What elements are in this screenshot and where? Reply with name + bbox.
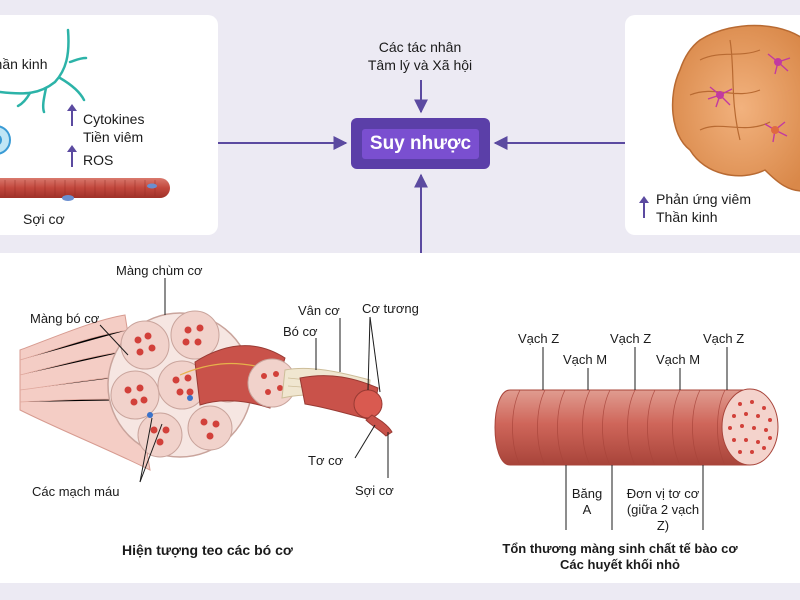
cytokines-up-arrow-icon bbox=[67, 104, 77, 126]
psychosocial-factors-label: Các tác nhân Tâm lý và Xã hội bbox=[367, 39, 473, 73]
muscle-fiber-left bbox=[0, 178, 170, 201]
myofilament-label: Tơ cơ bbox=[308, 453, 344, 468]
striation-label: Vân cơ bbox=[298, 303, 340, 318]
membrane-damage-caption: Tổn thương màng sinh chất tế bào cơ Các … bbox=[502, 541, 738, 572]
cytokines-label: Cytokines Tiền viêm bbox=[83, 111, 145, 145]
blood-vessel-dot bbox=[187, 395, 193, 401]
fiber-label-bottom: Sợi cơ bbox=[355, 483, 394, 498]
atrophy-caption: Hiện tượng teo các bó cơ bbox=[122, 542, 293, 558]
muscle-fiber-label-left: Sợi cơ bbox=[23, 211, 65, 227]
blood-vessels-label: Các mạch máu bbox=[32, 484, 120, 499]
band-a-label: Băng A bbox=[571, 486, 603, 517]
z-line-label-2: Vạch Z bbox=[610, 331, 652, 346]
cell-icon bbox=[0, 125, 11, 155]
muscle-bundle-illustration bbox=[19, 310, 393, 471]
neuro-reaction-up-arrow-icon bbox=[639, 196, 649, 218]
blood-vessel-dot bbox=[147, 412, 153, 418]
cross-section-dots bbox=[728, 400, 772, 454]
ros-up-arrow-icon bbox=[67, 145, 77, 167]
m-line-label-1: Vạch M bbox=[563, 352, 608, 367]
bottom-right-leader-lines bbox=[542, 347, 728, 530]
epimysium-label: Màng chùm cơ bbox=[116, 263, 203, 278]
brain-illustration bbox=[671, 24, 800, 192]
sarcoplasm-label: Cơ tương bbox=[362, 301, 419, 316]
nerve-illustration bbox=[0, 28, 88, 114]
bundle-label: Bó cơ bbox=[283, 324, 318, 339]
z-line-label-3: Vạch Z bbox=[703, 331, 745, 346]
sarcomere-label: Đơn vị tơ cơ (giữa 2 vạch Z) bbox=[626, 486, 700, 533]
ros-label: ROS bbox=[83, 152, 114, 168]
bottom-left-leader-lines bbox=[99, 278, 389, 483]
perimysium-label: Màng bó cơ bbox=[30, 311, 100, 326]
neuro-inflammatory-label: Phản ứng viêm Thần kinh bbox=[656, 191, 751, 225]
left-top-panel bbox=[0, 15, 218, 235]
weakness-node: Suy nhược bbox=[351, 118, 490, 169]
sarcomere-cylinder bbox=[494, 388, 779, 466]
weakness-label: Suy nhược bbox=[361, 128, 480, 159]
z-line-label-1: Vạch Z bbox=[518, 331, 560, 346]
m-line-label-2: Vạch M bbox=[656, 352, 701, 367]
nerve-label: Thần kinh bbox=[0, 56, 48, 72]
